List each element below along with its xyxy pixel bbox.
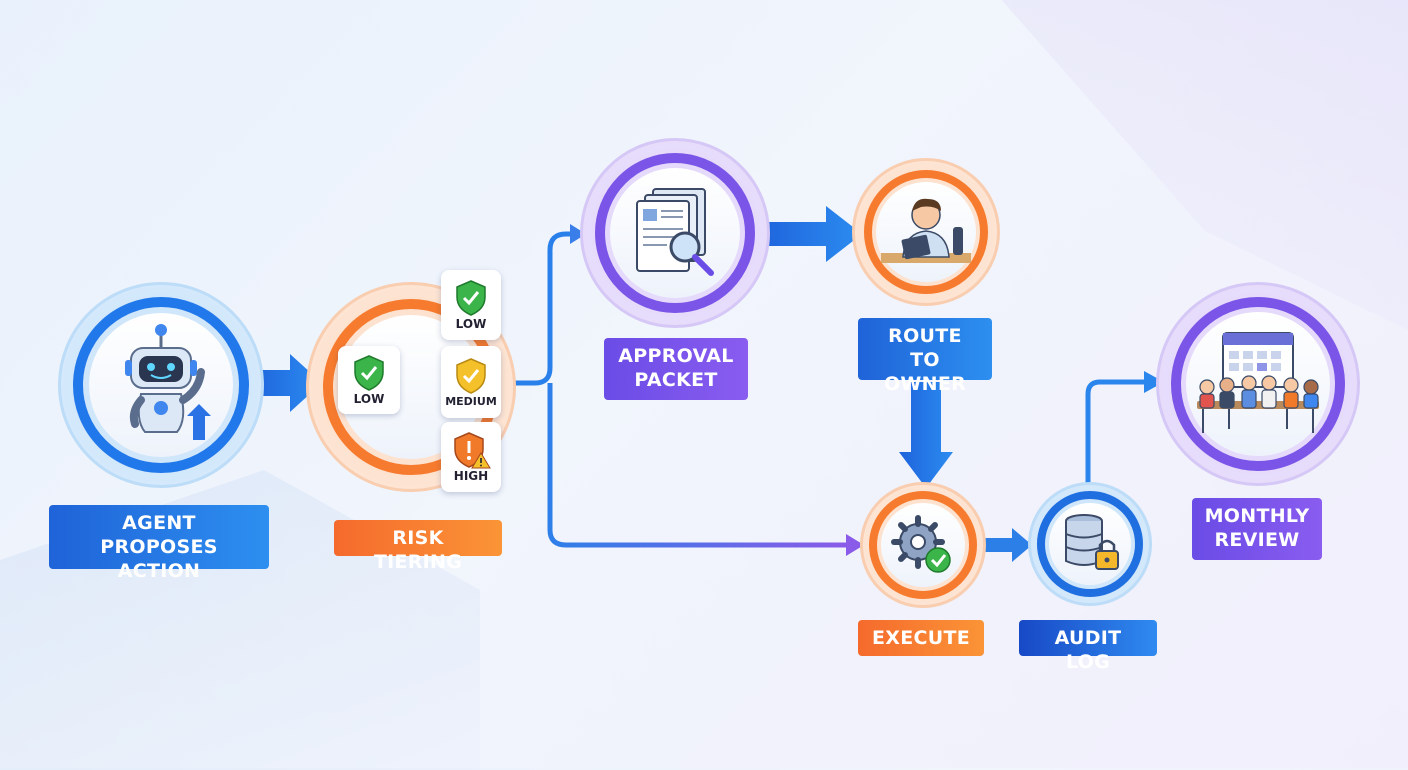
audit-label: AUDIT LOG: [1019, 620, 1157, 673]
tier-high: HIGH: [441, 422, 501, 492]
arrow-agent-to-risk: [250, 354, 322, 412]
audit-node: [1028, 482, 1152, 606]
document-search-icon: [636, 188, 714, 276]
arrow-audit-to-review: [1085, 379, 1146, 492]
tier-low-main: LOW: [338, 346, 400, 414]
tier-medium: MEDIUM: [441, 346, 501, 418]
shield-check-icon: [456, 280, 486, 316]
gear-check-icon: [891, 515, 951, 573]
robot-icon: [125, 324, 211, 440]
tier-high-label: HIGH: [453, 469, 489, 483]
risk-label: RISK TIERING: [334, 520, 502, 573]
shield-check-icon: [456, 357, 486, 394]
tier-low-main-label: LOW: [353, 392, 385, 406]
execute-label: EXECUTE: [858, 620, 984, 656]
review-label: MONTHLY REVIEW: [1192, 498, 1322, 560]
owner-person-icon: [881, 198, 971, 263]
arrow-execute-to-audit: [978, 528, 1032, 562]
arrow-route-to-execute: [899, 382, 953, 488]
arrow-risk-to-approval: [510, 231, 572, 386]
execute-node: [860, 482, 986, 608]
tier-low: LOW: [441, 270, 501, 340]
approval-label: APPROVAL PACKET: [604, 338, 748, 400]
shield-warning-icon: [454, 432, 491, 469]
agent-label: AGENT PROPOSES ACTION: [49, 505, 269, 582]
arrow-approval-to-route: [758, 206, 862, 262]
approval-node: [580, 138, 770, 328]
route-node: [852, 158, 1000, 306]
shield-check-icon: [354, 355, 384, 391]
database-lock-icon: [1065, 514, 1119, 570]
team-meeting-icon: [1197, 332, 1319, 433]
review-node: [1156, 282, 1360, 486]
tier-medium-label: MEDIUM: [445, 394, 497, 408]
tier-low-label: LOW: [455, 317, 487, 331]
arrow-risk-to-execute: [547, 383, 848, 548]
route-label: ROUTE TO OWNER: [858, 318, 992, 395]
agent-node: [58, 282, 264, 488]
